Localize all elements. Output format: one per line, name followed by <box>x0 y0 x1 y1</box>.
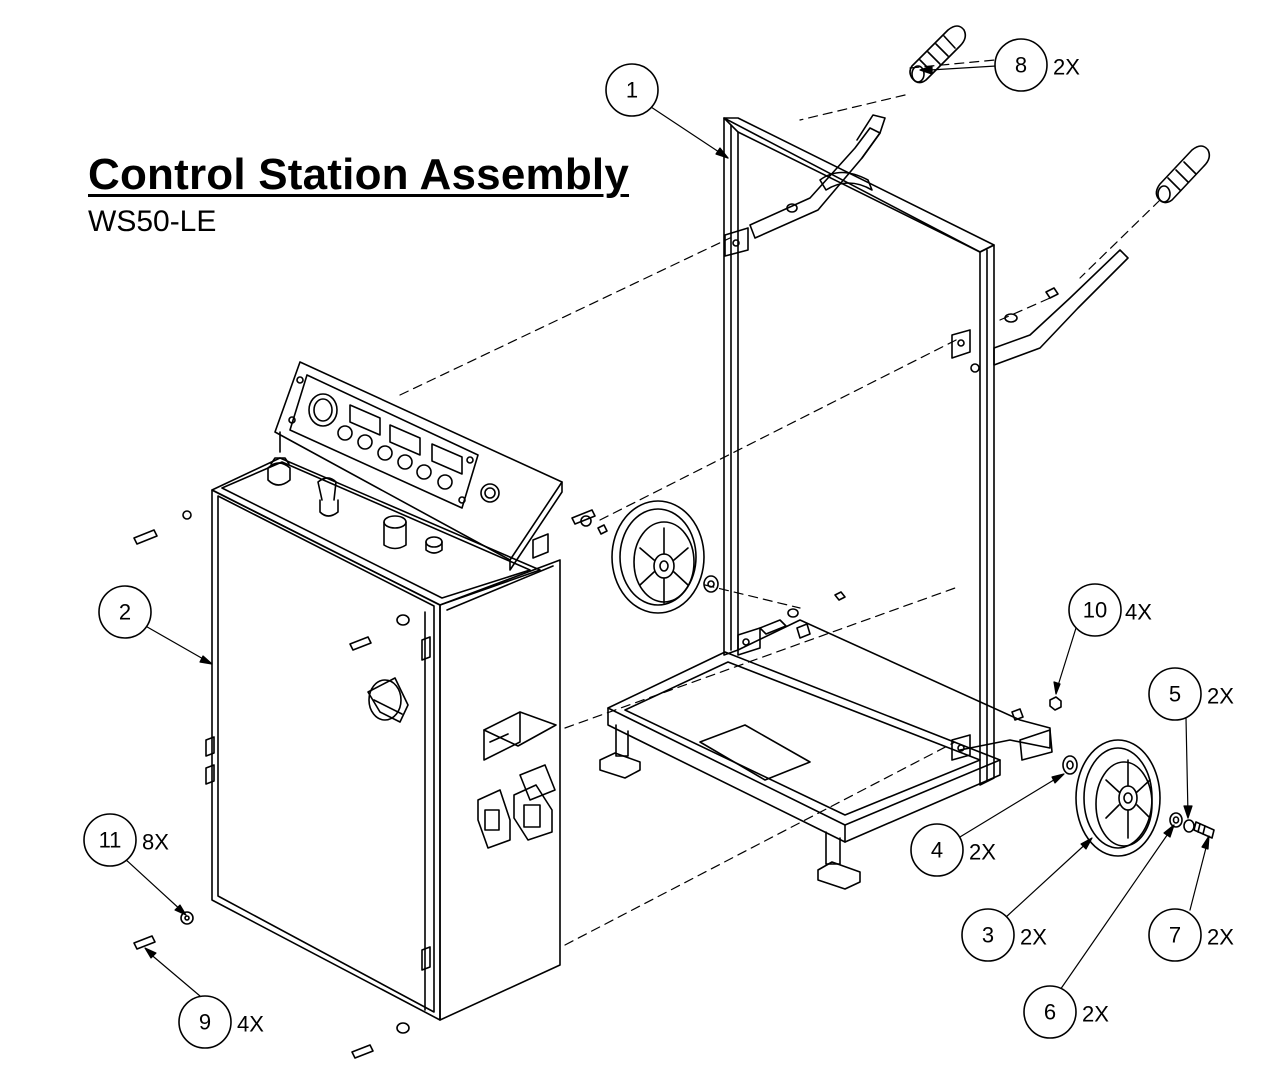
svg-text:4X: 4X <box>1125 600 1152 625</box>
page-title: Control Station Assembly <box>88 150 630 199</box>
svg-text:11: 11 <box>99 828 122 853</box>
wheel-right <box>1049 696 1215 857</box>
svg-text:4: 4 <box>931 838 943 863</box>
callout-1: 1 <box>605 63 659 117</box>
callout-5: 5 2X <box>1148 667 1234 721</box>
leader-lines <box>123 65 1210 997</box>
assembly-lines <box>399 59 1161 946</box>
svg-text:3: 3 <box>982 923 994 948</box>
wheel-left <box>580 500 719 614</box>
svg-text:2X: 2X <box>1207 925 1234 950</box>
cart-frame <box>599 114 1129 890</box>
callout-9: 9 4X <box>178 995 264 1049</box>
callout-10: 10 4X <box>1068 583 1152 637</box>
svg-text:2X: 2X <box>1082 1002 1109 1027</box>
svg-text:6: 6 <box>1044 1000 1056 1025</box>
page-subtitle: WS50-LE <box>88 205 217 238</box>
callout-3: 3 2X <box>961 908 1047 962</box>
callout-4: 4 2X <box>910 823 996 877</box>
svg-text:2X: 2X <box>1207 684 1234 709</box>
callout-8: 8 2X <box>994 38 1080 92</box>
callout-7: 7 2X <box>1148 908 1234 962</box>
svg-text:2: 2 <box>119 600 131 625</box>
grip-right <box>1155 145 1211 204</box>
svg-text:7: 7 <box>1169 923 1181 948</box>
svg-text:8: 8 <box>1015 53 1027 78</box>
callout-2: 2 <box>98 585 152 639</box>
svg-text:2X: 2X <box>1053 55 1080 80</box>
electrical-enclosure <box>205 457 561 1034</box>
svg-text:1: 1 <box>626 78 638 103</box>
svg-text:10: 10 <box>1083 598 1107 623</box>
svg-text:9: 9 <box>199 1010 211 1035</box>
svg-text:8X: 8X <box>142 830 169 855</box>
control-panel <box>274 361 563 571</box>
svg-text:5: 5 <box>1169 682 1181 707</box>
grip-upper <box>909 25 967 84</box>
callout-11: 11 8X <box>83 813 169 867</box>
fasteners <box>133 509 596 1059</box>
callout-6: 6 2X <box>1023 985 1109 1039</box>
svg-text:2X: 2X <box>1020 925 1047 950</box>
svg-text:4X: 4X <box>237 1012 264 1037</box>
svg-text:2X: 2X <box>969 840 996 865</box>
